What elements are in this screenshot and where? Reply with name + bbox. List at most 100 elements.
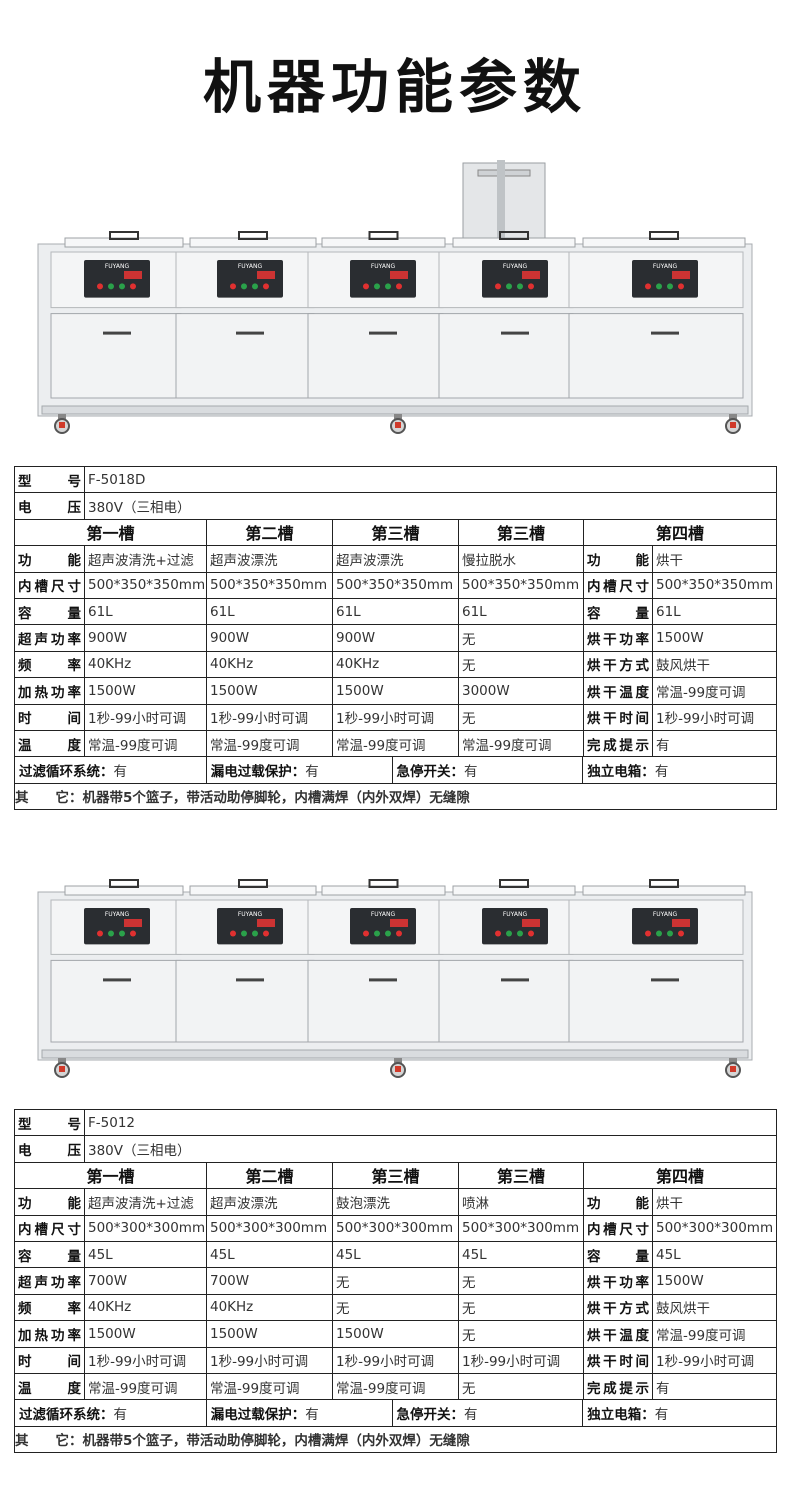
voltage-value: 380V（三相电）: [84, 1135, 777, 1163]
lid-handle: [238, 231, 268, 240]
table-cell: 1秒-99小时可调: [84, 1346, 207, 1374]
table-cell: 超声波清洗+过滤: [84, 545, 207, 573]
control-button: [667, 283, 673, 290]
table-cell: 1500W: [206, 1320, 333, 1348]
tank-header: 第三槽: [332, 518, 459, 547]
table-cell: 3000W: [458, 677, 584, 705]
table-cell: 常温-99度可调: [206, 1372, 333, 1401]
control-button: [506, 930, 512, 937]
control-button: [678, 930, 684, 937]
table-cell: 1秒-99小时可调: [652, 1346, 777, 1374]
control-button: [263, 930, 269, 937]
table-cell: 超声波漂洗: [206, 545, 333, 573]
table-cell: 45L: [458, 1240, 584, 1269]
tank-header: 第四槽: [582, 518, 778, 547]
caster-mount: [58, 414, 66, 420]
display: [522, 271, 540, 279]
table-row: 第一槽第二槽第三槽第三槽第四槽: [14, 518, 778, 547]
row-label: 型号: [14, 1108, 85, 1137]
cabinet-door: [175, 313, 315, 399]
control-button: [495, 283, 501, 290]
cabinet-door: [568, 959, 744, 1043]
caster-mount: [729, 414, 737, 420]
display: [522, 919, 540, 927]
lid-handle: [499, 879, 529, 888]
row-label: 容量: [14, 597, 85, 626]
table-cell: 超声波漂洗: [206, 1188, 333, 1216]
door-handle: [501, 978, 529, 982]
row-label: 内槽尺寸: [583, 1214, 653, 1242]
control-button: [506, 283, 512, 290]
row-label: 功能: [14, 545, 85, 573]
feature-value: 有: [305, 1406, 319, 1423]
tank-header: 第二槽: [206, 518, 333, 547]
table-row: 温度常温-99度可调常温-99度可调常温-99度可调无完成提示有: [14, 1372, 777, 1401]
lid-handle: [649, 231, 679, 240]
row-label: 烘干方式: [583, 650, 653, 679]
brand-logo: FUYANG: [238, 263, 263, 270]
caster-mount: [394, 414, 402, 420]
table-cell: 1秒-99小时可调: [206, 1346, 333, 1374]
table-cell: 无: [458, 1372, 584, 1401]
feature-label: 独立电箱：: [587, 1406, 655, 1423]
table-cell: 700W: [206, 1267, 333, 1295]
caster-brake: [59, 1066, 65, 1072]
row-label: 时间: [14, 1346, 85, 1374]
table-cell: 常温-99度可调: [651, 677, 778, 705]
table-cell: 无: [458, 624, 584, 652]
control-button: [263, 283, 269, 290]
table-cell: 慢拉脱水: [458, 545, 584, 573]
table-cell: 500*300*300mm: [652, 1214, 777, 1242]
voltage-value: 380V（三相电）: [83, 492, 778, 520]
brand-logo: FUYANG: [371, 263, 396, 270]
row-label: 电压: [14, 1135, 85, 1163]
table-row: 功能超声波清洗+过滤超声波漂洗鼓泡漂洗喷淋功能烘干: [14, 1188, 777, 1216]
table-cell: 40KHz: [84, 650, 207, 679]
control-button: [374, 283, 380, 290]
table-cell: 500*300*300mm: [458, 1214, 584, 1242]
control-button: [119, 930, 125, 937]
other-row: 其 它：机器带5个篮子，带活动助停脚轮，内槽满焊（内外双焊）无缝隙: [14, 1425, 777, 1454]
table-cell: 61L: [651, 597, 778, 626]
table-cell: 45L: [206, 1240, 333, 1269]
table-cell: 500*300*300mm: [84, 1214, 207, 1242]
control-button: [130, 930, 136, 937]
table-cell: 鼓泡漂洗: [332, 1188, 459, 1216]
row-label: 功能: [583, 1188, 653, 1216]
control-button: [517, 930, 523, 937]
display: [672, 271, 690, 279]
row-label: 时间: [14, 703, 85, 731]
table-cell: 1秒-99小时可调: [206, 703, 333, 731]
row-label: 烘干温度: [583, 1320, 653, 1348]
feature-value: 有: [464, 763, 478, 780]
table-cell: 61L: [84, 597, 207, 626]
table-cell: 900W: [206, 624, 333, 652]
door-handle: [501, 331, 529, 335]
feature-item: 过滤循环系统：有: [16, 757, 207, 783]
tank-header: 第三槽: [458, 518, 584, 547]
cabinet-door: [568, 313, 744, 399]
row-label: 电压: [14, 492, 85, 520]
feature-value: 有: [305, 763, 319, 780]
row-label: 型号: [14, 465, 85, 494]
table-cell: 1500W: [84, 677, 207, 705]
lid-handle: [238, 879, 268, 888]
lid-handle: [109, 231, 139, 240]
tank-header: 第一槽: [14, 518, 207, 547]
table-cell: 常温-99度可调: [332, 1372, 459, 1401]
row-label: 完成提示: [583, 1372, 653, 1401]
lift-rod: [497, 160, 505, 240]
feature-label: 漏电过载保护：: [210, 1406, 306, 1423]
base-plinth: [41, 405, 749, 415]
table-cell: 500*300*300mm: [206, 1214, 333, 1242]
display: [672, 919, 690, 927]
table-row: 第一槽第二槽第三槽第三槽第四槽: [14, 1161, 777, 1190]
brand-logo: FUYANG: [503, 263, 528, 270]
table-cell: 超声波清洗+过滤: [84, 1188, 207, 1216]
